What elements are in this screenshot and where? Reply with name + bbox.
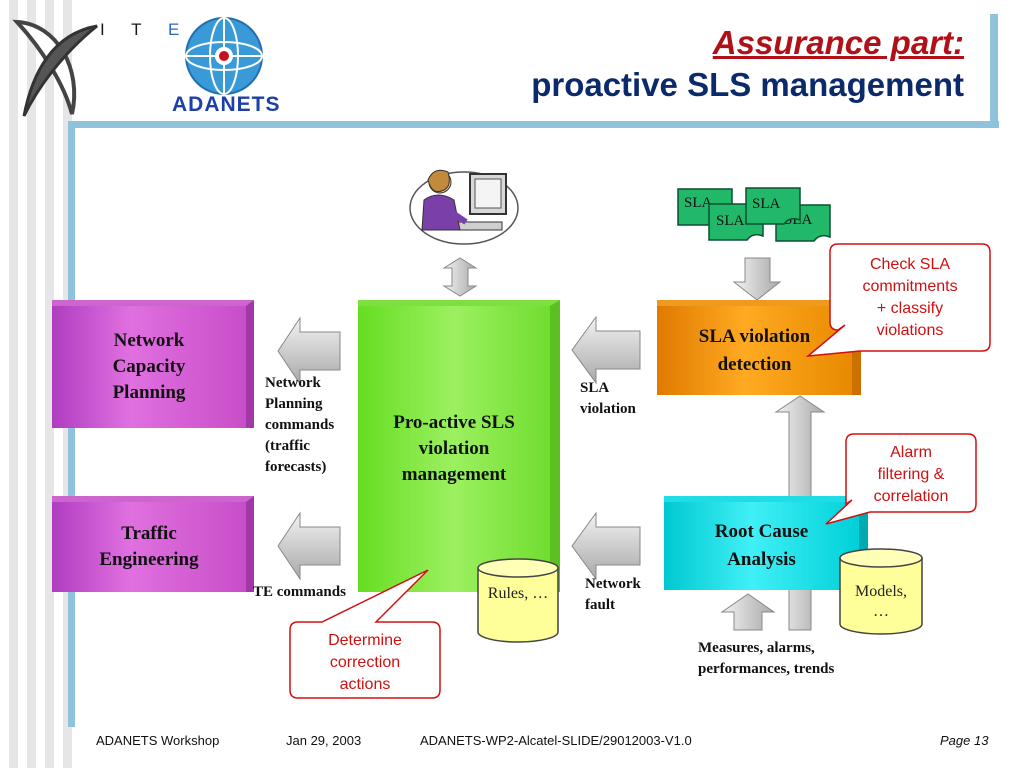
check-sla-callout-shape bbox=[805, 243, 991, 357]
models-database-label: Models, … bbox=[855, 583, 907, 620]
network-capacity-planning-box: Network Capacity Planning bbox=[52, 300, 254, 428]
operator-at-computer-icon bbox=[409, 169, 519, 245]
alarm-callout-text: Alarm filtering & correlation bbox=[873, 444, 949, 505]
te-commands-label: TE commands bbox=[253, 584, 346, 600]
sla-violation-label: SLA violation bbox=[580, 380, 636, 417]
left-arrow-icon bbox=[277, 511, 341, 581]
left-arrow-icon bbox=[277, 316, 341, 386]
proactive-sls-label: Pro-active SLS violation management bbox=[393, 412, 515, 485]
rules-database-icon bbox=[477, 558, 559, 643]
footer-reference: ADANETS-WP2-Alcatel-SLIDE/29012003-V1.0 bbox=[420, 733, 692, 748]
proactive-sls-management-box: Pro-active SLS violation management bbox=[358, 300, 560, 592]
footer-event: ADANETS Workshop bbox=[96, 733, 220, 748]
traffic-engineering-label: Traffic Engineering bbox=[99, 523, 199, 570]
traffic-engineering-box: Traffic Engineering bbox=[52, 496, 254, 592]
sla-scroll-icon bbox=[745, 187, 801, 225]
determine-callout-text: Determine correction actions bbox=[328, 632, 402, 693]
measures-alarms-label: Measures, alarms, performances, trends bbox=[698, 640, 835, 677]
network-planning-commands-label: Network Planning commands (traffic forec… bbox=[265, 375, 335, 475]
sla-label-1: SLA bbox=[684, 195, 713, 211]
sla-label-2: SLA bbox=[716, 213, 745, 229]
adanets-globe-icon bbox=[185, 17, 263, 95]
rules-database-label: Rules, … bbox=[487, 585, 549, 602]
page-title: Assurance part: bbox=[712, 24, 964, 61]
adanets-logo-text: ADANETS bbox=[172, 93, 281, 116]
left-arrow-icon bbox=[571, 511, 641, 581]
determine-callout-shape bbox=[289, 569, 441, 699]
alarm-callout-shape bbox=[825, 433, 977, 525]
up-arrow-icon bbox=[720, 593, 776, 631]
root-cause-analysis-label: Root Cause Analysis bbox=[714, 521, 809, 570]
root-cause-analysis-box: Root Cause Analysis bbox=[664, 496, 868, 590]
header-divider-bar bbox=[68, 121, 999, 128]
network-fault-label: Network fault bbox=[585, 576, 641, 613]
footer-date: Jan 29, 2003 bbox=[286, 733, 362, 748]
down-arrow-icon bbox=[732, 257, 782, 301]
page-subtitle: proactive SLS management bbox=[531, 66, 964, 103]
left-arrow-icon bbox=[571, 315, 641, 385]
itea-x-logo-icon bbox=[12, 19, 98, 117]
sla-violation-detection-box: SLA violation detection bbox=[657, 300, 861, 395]
check-sla-callout-text: Check SLA commitments + classify violati… bbox=[862, 256, 958, 339]
sla-violation-detection-label: SLA violation detection bbox=[698, 325, 811, 375]
network-capacity-planning-label: Network Capacity Planning bbox=[112, 330, 186, 403]
models-database-icon bbox=[839, 548, 923, 635]
sla-label-3: SLA bbox=[752, 196, 781, 212]
right-accent-bar bbox=[990, 14, 998, 127]
double-vertical-arrow-icon bbox=[442, 257, 478, 297]
footer-page-number: Page 13 bbox=[940, 733, 989, 748]
